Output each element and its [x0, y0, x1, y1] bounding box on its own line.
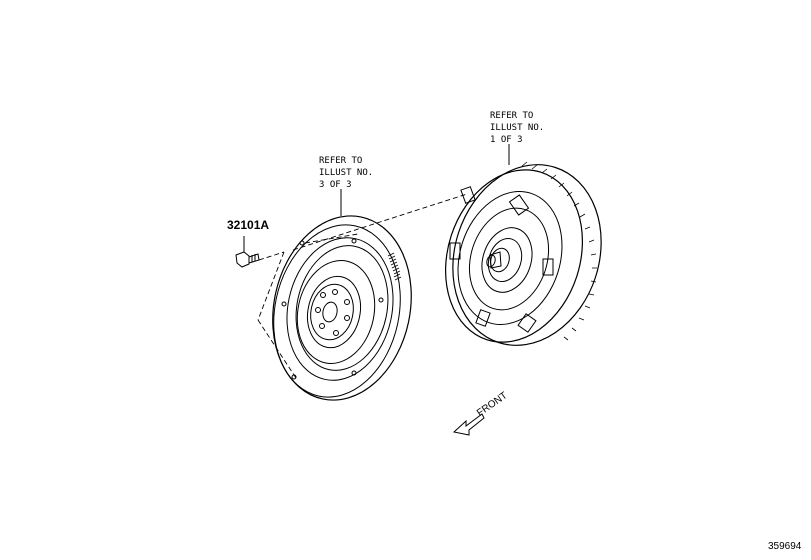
- part-number-label[interactable]: 32101A: [227, 218, 270, 232]
- callout-line: REFER TO: [490, 111, 534, 121]
- converter-reference-callout: REFER TO ILLUST NO. 1 OF 3: [490, 110, 544, 146]
- figure-number: 359694: [768, 541, 802, 552]
- front-arrow-icon: [452, 413, 485, 436]
- torque-converter: [444, 161, 602, 346]
- drive-plate: [272, 215, 412, 401]
- callout-line: REFER TO: [319, 156, 363, 166]
- callout-line: ILLUST NO.: [319, 168, 374, 178]
- flywheel-reference-callout: REFER TO ILLUST NO. 3 OF 3: [319, 155, 373, 191]
- bolt: [235, 251, 260, 268]
- callout-line: 1 OF 3: [490, 135, 523, 145]
- callout-line: ILLUST NO.: [490, 123, 545, 133]
- assembly-lines: [257, 193, 468, 379]
- callout-line: 3 OF 3: [319, 180, 352, 190]
